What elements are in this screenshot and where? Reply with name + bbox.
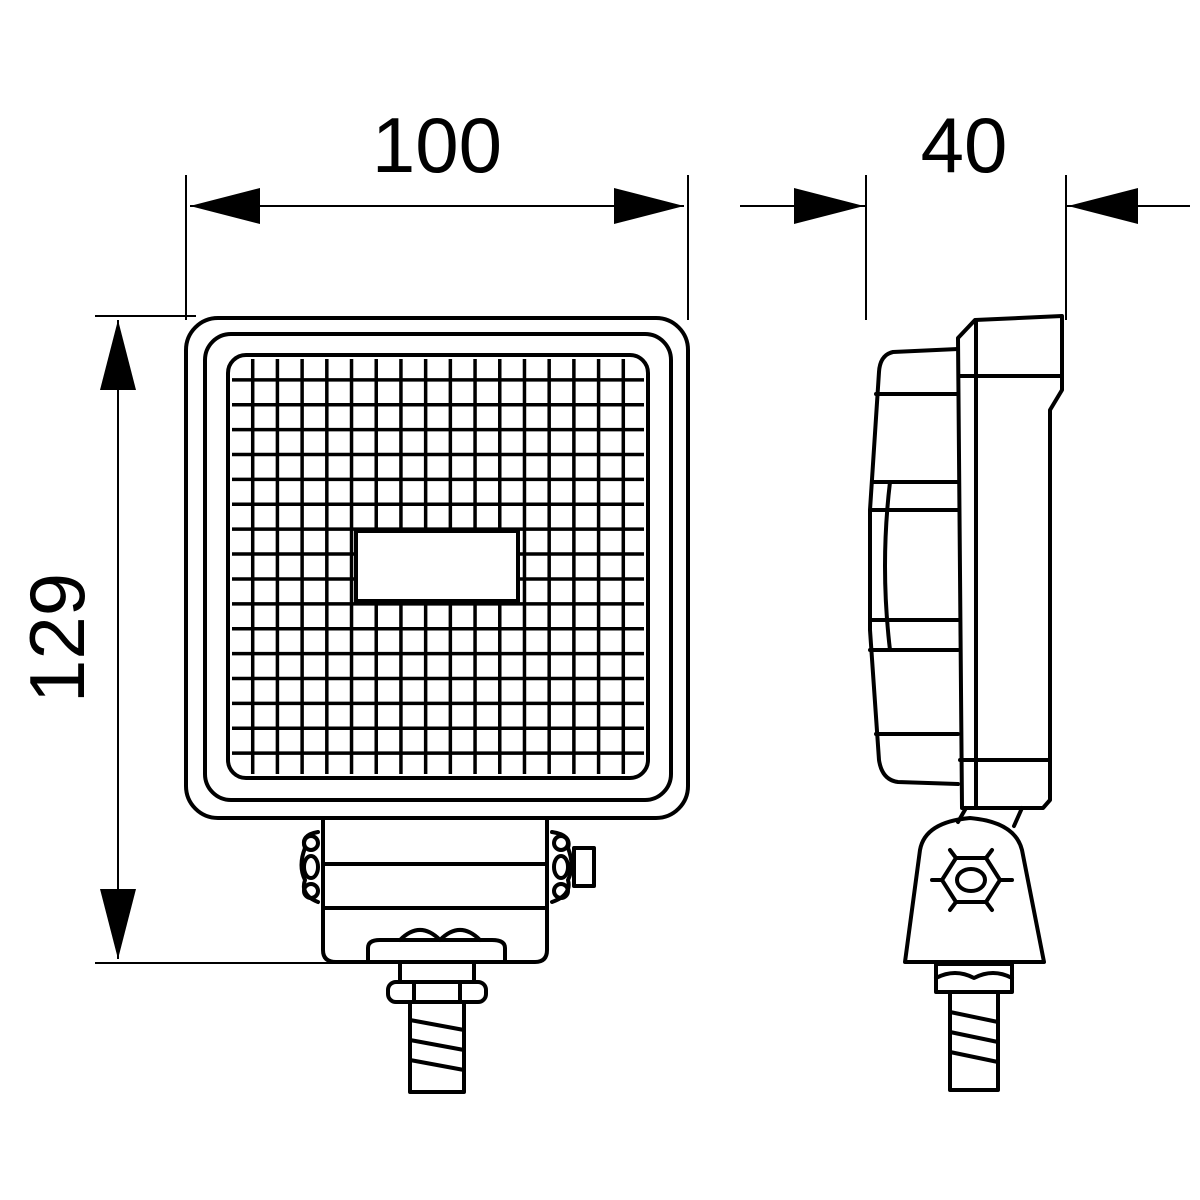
width-label: 100	[372, 101, 502, 189]
nut-icon	[930, 848, 1014, 912]
height-label: 129	[13, 573, 101, 703]
depth-dimension: 40	[740, 101, 1190, 320]
height-dimension: 129	[13, 315, 380, 964]
side-bracket	[903, 806, 1046, 1092]
bolt-front-icon	[366, 928, 507, 1094]
center-lens-window	[354, 529, 520, 603]
lens-side	[868, 347, 960, 786]
side-view	[868, 314, 1064, 1092]
arrow-left-icon	[190, 188, 260, 224]
arrow-up-icon	[100, 320, 136, 390]
mounting-bracket	[299, 816, 596, 1094]
width-dimension: 100	[185, 101, 689, 320]
front-view	[184, 316, 690, 1094]
housing-inner	[203, 332, 673, 802]
arrow-right-icon	[794, 188, 864, 224]
arrow-right-icon	[614, 188, 684, 224]
lens-curve	[883, 480, 892, 652]
arrow-left-icon	[1068, 188, 1138, 224]
arrow-down-icon	[100, 889, 136, 959]
housing-outer	[184, 316, 690, 820]
housing-side	[956, 314, 1064, 810]
nut-right-icon	[550, 830, 596, 904]
depth-label: 40	[921, 101, 1008, 189]
nut-left-icon	[299, 830, 320, 904]
lens-grille-frame	[226, 353, 650, 780]
